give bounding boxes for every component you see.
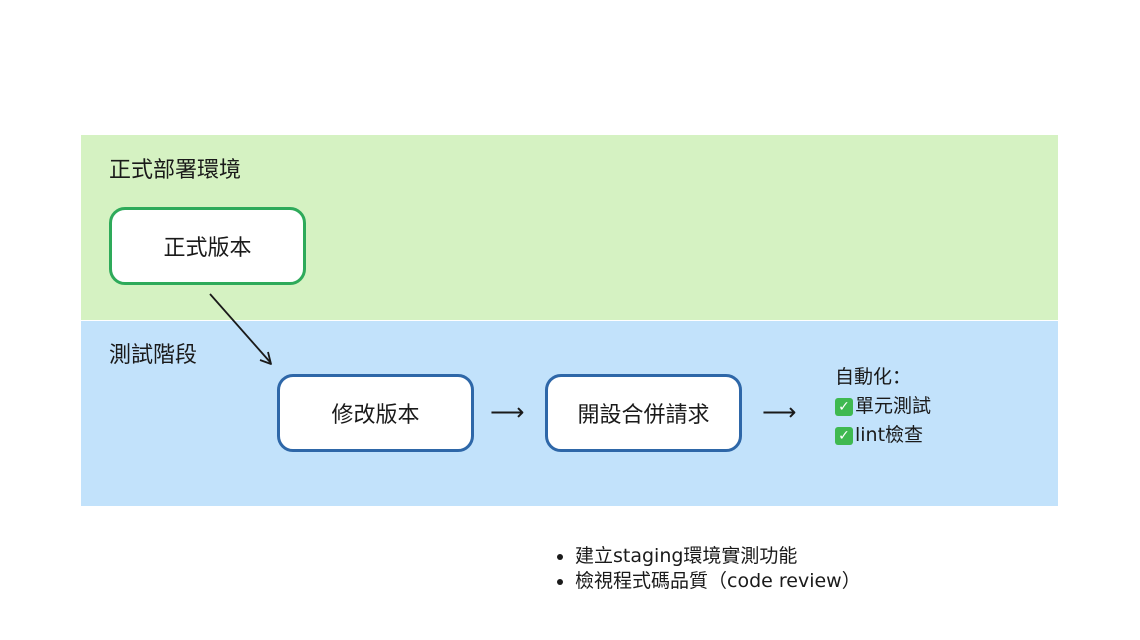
modified-version-label: 修改版本	[331, 403, 420, 428]
modified-version-node: 修改版本	[277, 374, 474, 452]
testing-lane-title: 測試階段	[109, 343, 198, 368]
production-lane-title: 正式部署環境	[109, 158, 242, 183]
note-staging: 建立staging環境實測功能	[555, 544, 861, 569]
merge-request-to-automation-arrow: ⟶	[762, 398, 797, 426]
merge-request-node: 開設合併請求	[545, 374, 742, 452]
automation-heading: 自動化：	[835, 366, 912, 388]
note-code-review: 檢視程式碼品質（code review）	[555, 569, 861, 594]
automation-item-lint: ✓ lint檢查	[835, 421, 931, 450]
check-mark-icon: ✓	[835, 397, 853, 416]
automation-block: 自動化： ✓ 單元測試 ✓ lint檢查	[835, 363, 931, 450]
automation-item-label: lint檢查	[855, 424, 924, 446]
merge-request-label: 開設合併請求	[577, 403, 710, 428]
release-version-label: 正式版本	[163, 236, 252, 261]
check-mark-icon: ✓	[835, 426, 853, 445]
notes-list: 建立staging環境實測功能 檢視程式碼品質（code review）	[555, 544, 861, 594]
automation-item-unit-test: ✓ 單元測試	[835, 392, 931, 421]
modify-to-merge-request-arrow: ⟶	[490, 398, 525, 426]
release-version-node: 正式版本	[109, 207, 306, 285]
automation-item-label: 單元測試	[855, 395, 932, 417]
